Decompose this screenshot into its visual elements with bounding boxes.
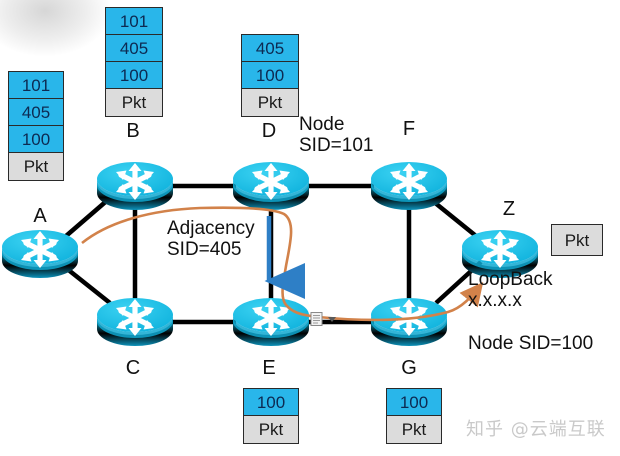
label-cell: 101 [106,8,162,35]
watermark: 知乎 @云端互联 [466,419,606,440]
label-stack-at-b: 101 405 100 Pkt [105,7,163,117]
pkt-box-at-z: Pkt [551,224,603,256]
node-sid-101-annotation: Node SID=101 [299,114,374,157]
packet-cell: Pkt [106,89,162,116]
label-stack-at-e: 100 Pkt [243,388,299,444]
label-cell: 405 [242,35,298,62]
label-cell: 100 [106,62,162,89]
router-e[interactable] [230,287,312,349]
packet-cell: Pkt [242,89,298,116]
label-stack-at-a: 101 405 100 Pkt [8,71,64,181]
router-f[interactable] [368,151,450,213]
node-label-d: D [261,120,277,142]
label-cell: 405 [106,35,162,62]
packet-cell: Pkt [9,153,63,180]
node-label-b: B [126,120,140,142]
router-d[interactable] [230,151,312,213]
label-stack-at-g: 100 Pkt [386,388,442,444]
label-cell: 100 [387,389,441,416]
label-cell: 405 [9,99,63,126]
node-label-c: C [125,357,141,379]
router-b[interactable] [94,151,176,213]
node-label-a: A [33,205,47,227]
label-cell: 101 [9,72,63,99]
label-cell: 100 [244,389,298,416]
label-stack-at-d: 405 100 Pkt [241,34,299,117]
router-c[interactable] [94,287,176,349]
node-label-z: Z [502,198,516,220]
router-a[interactable] [0,219,81,281]
adjacency-sid-405-annotation: Adjacency SID=405 [167,218,255,261]
paste-options-icon[interactable] [310,311,340,327]
node-label-g: G [401,357,417,379]
packet-cell: Pkt [387,416,441,443]
packet-cell: Pkt [244,416,298,443]
node-label-f: F [402,118,416,140]
label-cell: 100 [242,62,298,89]
node-sid-100-annotation: Node SID=100 [468,333,594,354]
background-smudge [0,0,110,56]
router-g[interactable] [368,287,450,349]
node-label-e: E [262,357,276,379]
label-cell: 100 [9,126,63,153]
loopback-annotation: LoopBack x.x.x.x [468,269,553,312]
